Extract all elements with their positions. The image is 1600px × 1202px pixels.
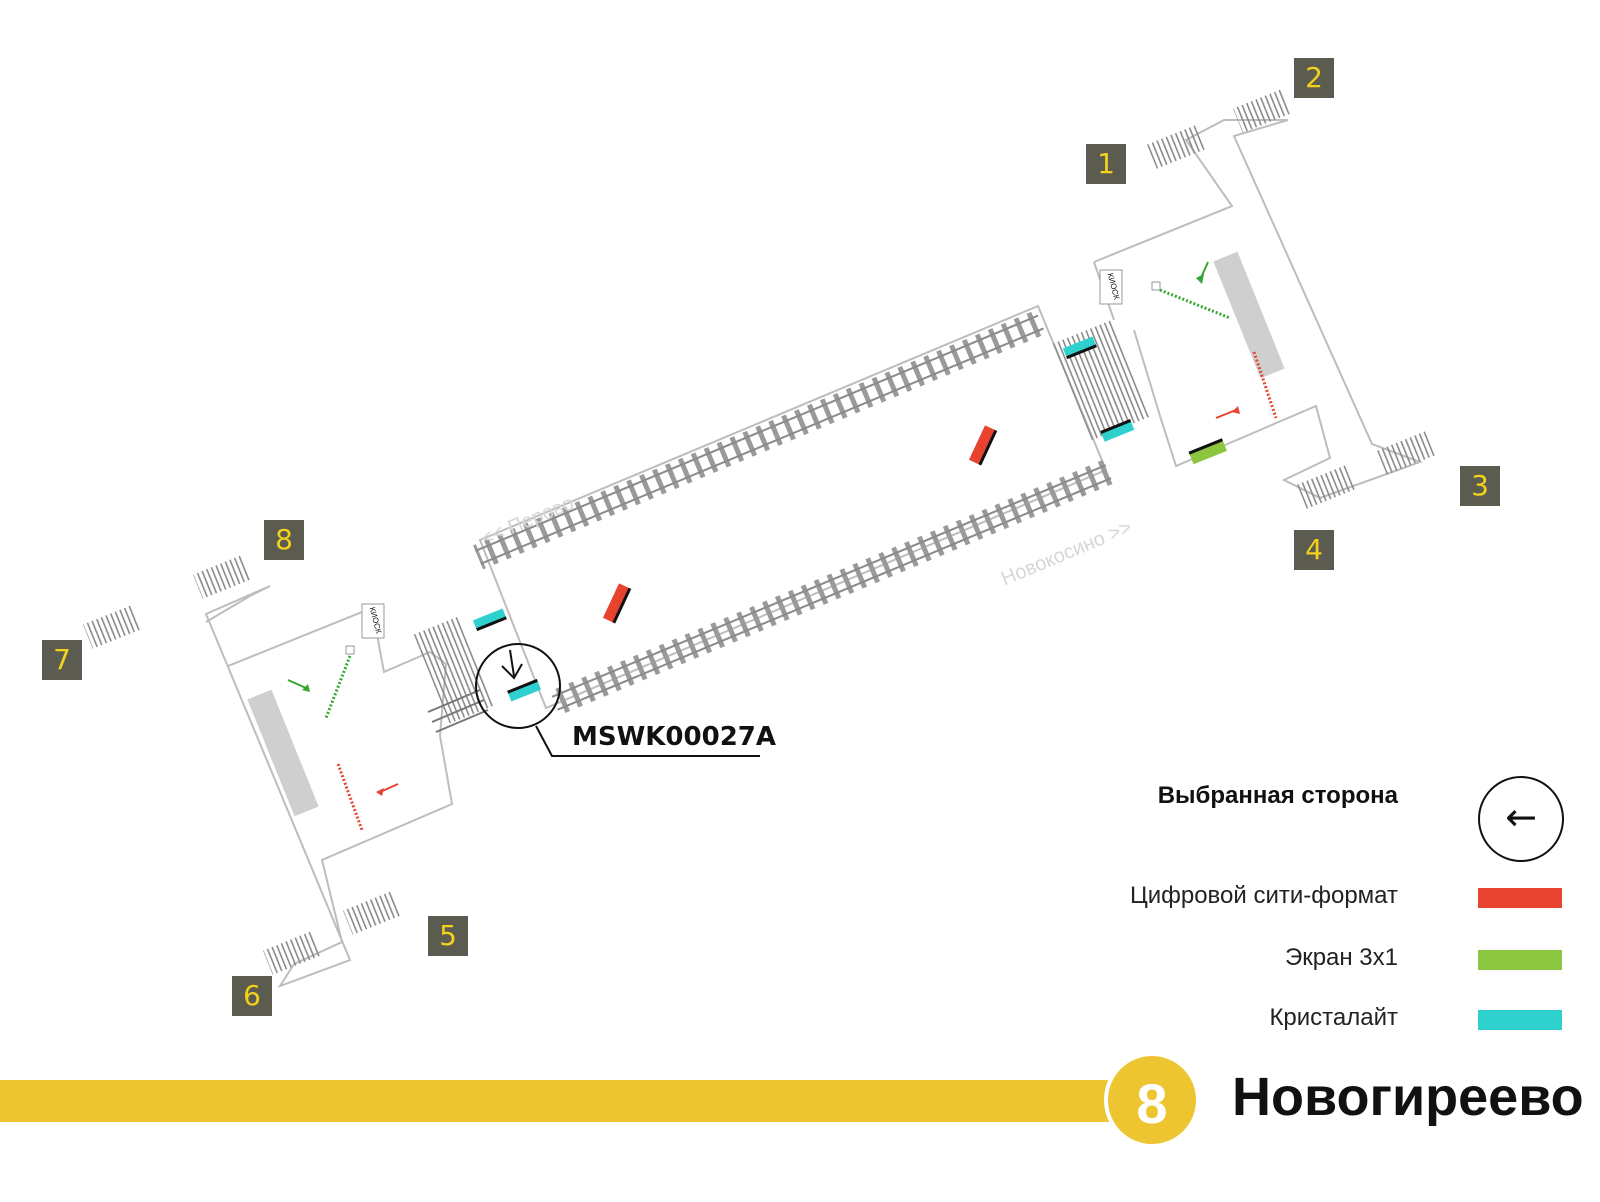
placement-crystalight-3 bbox=[472, 608, 507, 632]
exit-marker-2: 2 bbox=[1294, 58, 1334, 98]
selected-marker bbox=[475, 643, 760, 757]
placement-crystalight-2 bbox=[1100, 419, 1135, 442]
exit-marker-7: 7 bbox=[42, 640, 82, 680]
exit-marker-1: 1 bbox=[1086, 144, 1126, 184]
stairs-left bbox=[83, 555, 495, 975]
arrow-out-right-icon bbox=[1215, 406, 1240, 419]
escalator-left bbox=[427, 689, 489, 733]
selected-placement-code: MSWK00027A bbox=[572, 722, 777, 752]
legend-swatch-crystalight bbox=[1478, 1010, 1562, 1030]
station-name: Новогиреево bbox=[1232, 1067, 1584, 1127]
line-number-badge: 8 bbox=[1104, 1052, 1200, 1148]
metro-line-bar bbox=[0, 1080, 1114, 1122]
track-upper bbox=[473, 309, 1046, 570]
placement-screen-3x1 bbox=[1188, 438, 1227, 465]
placement-crystalight-1 bbox=[1062, 336, 1097, 360]
arrow-in-right-icon bbox=[1196, 261, 1209, 284]
placement-crystalight-selected bbox=[507, 678, 542, 702]
arrow-in-left-icon bbox=[287, 679, 310, 692]
legend-title: Выбранная сторона bbox=[1157, 782, 1398, 809]
exit-marker-6: 6 bbox=[232, 976, 272, 1016]
selected-side-marker: ← bbox=[1478, 776, 1564, 862]
legend-swatch-screen-3x1 bbox=[1478, 950, 1562, 970]
legend-item-digital-city: Цифровой сити-формат bbox=[1129, 882, 1398, 909]
turnstiles-left bbox=[324, 645, 364, 831]
track-lower bbox=[549, 459, 1114, 716]
kiosk-left: КИОСК bbox=[361, 603, 385, 639]
placement-digital-city-1 bbox=[968, 425, 998, 466]
vestibule-right bbox=[1093, 119, 1423, 500]
arrow-left-icon: ← bbox=[1505, 795, 1537, 839]
vestibule-left bbox=[204, 585, 454, 988]
placements bbox=[472, 336, 1227, 702]
exit-marker-8: 8 bbox=[264, 520, 304, 560]
arrow-out-left-icon bbox=[376, 783, 399, 796]
legend-swatch-digital-city bbox=[1478, 888, 1562, 908]
exit-marker-4: 4 bbox=[1294, 530, 1334, 570]
legend-item-screen-3x1: Экран 3x1 bbox=[1284, 944, 1398, 971]
turnstiles-right bbox=[1151, 281, 1278, 419]
exit-marker-3: 3 bbox=[1460, 466, 1500, 506]
placement-digital-city-2 bbox=[602, 583, 632, 624]
legend-item-crystalight: Кристалайт bbox=[1269, 1004, 1398, 1031]
exit-marker-5: 5 bbox=[428, 916, 468, 956]
kiosk-right: КИОСК bbox=[1099, 269, 1123, 305]
